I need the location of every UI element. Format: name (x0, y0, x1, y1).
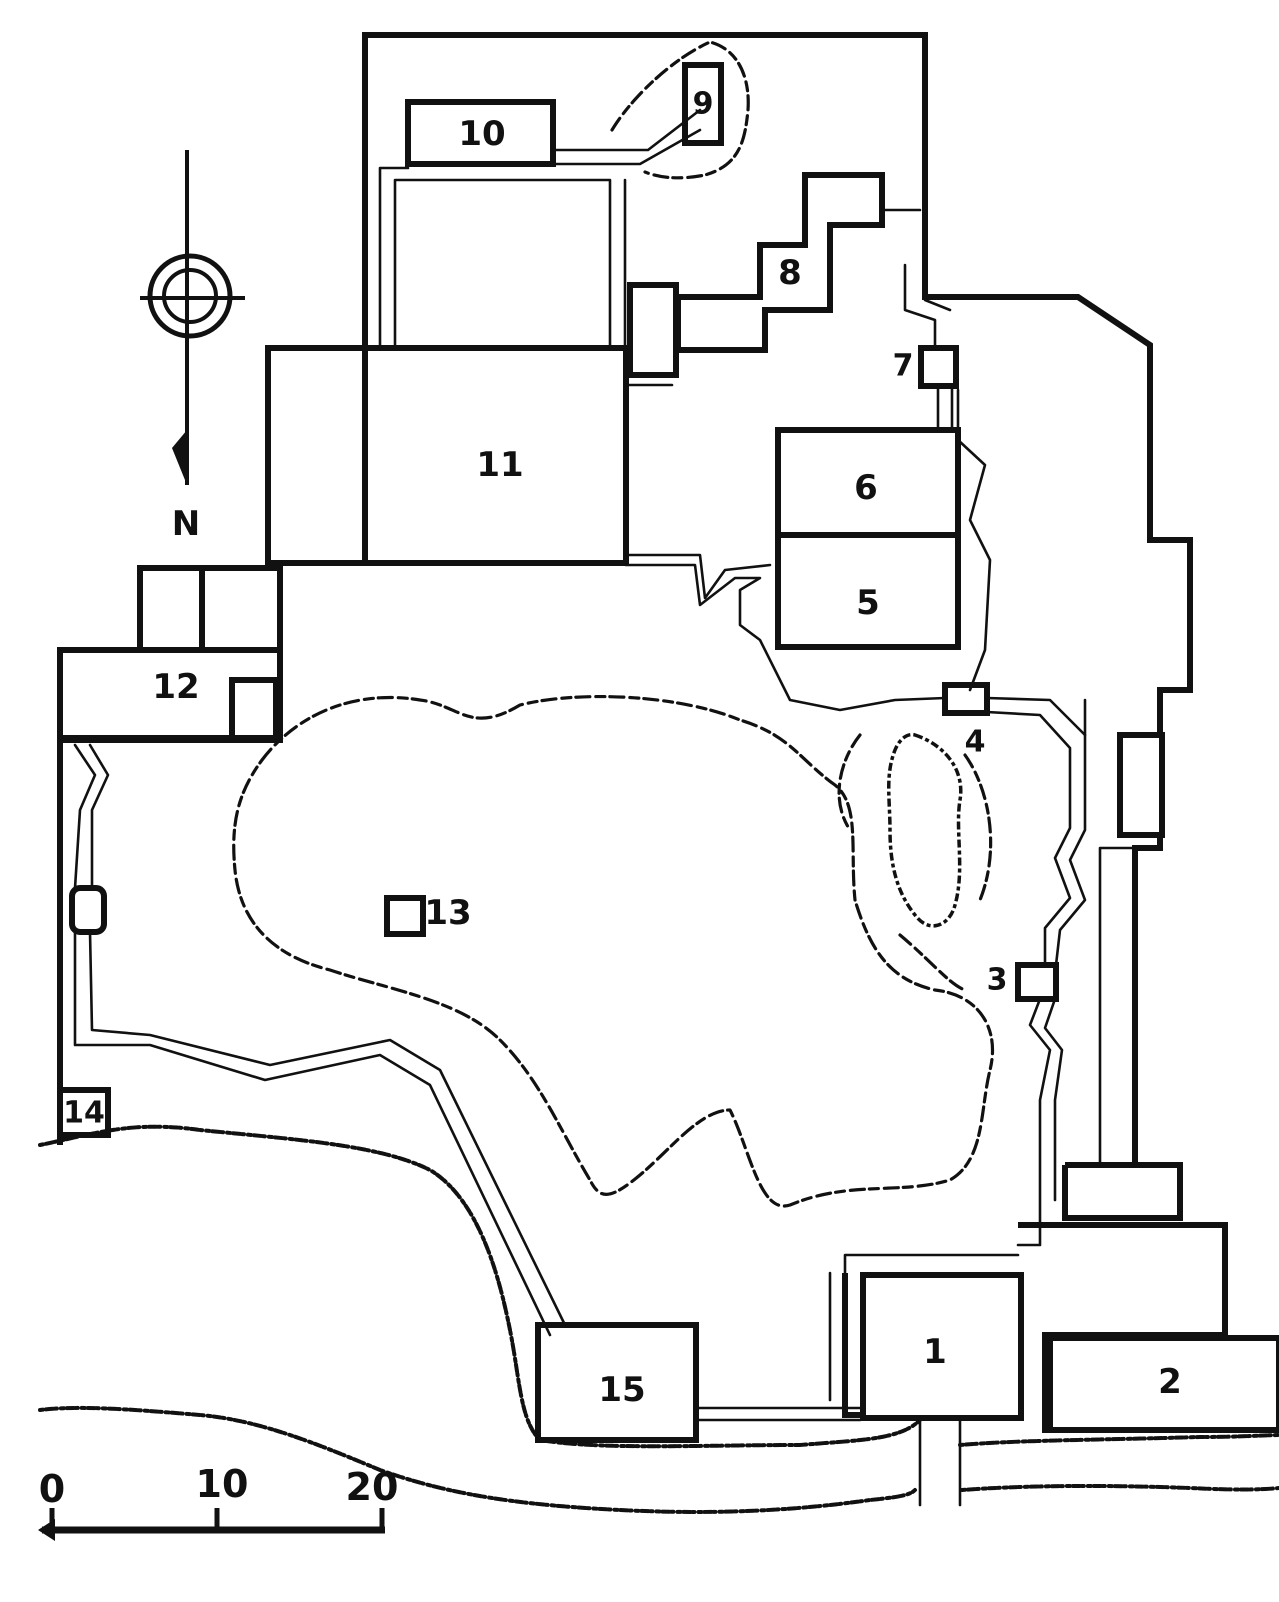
scale-tick-20: 20 (346, 1465, 399, 1509)
label-3: 3 (987, 963, 1008, 998)
label-7: 7 (893, 349, 914, 384)
scale-tick-0: 0 (39, 1467, 65, 1511)
north-arrow: N (140, 150, 245, 544)
island-rockery (887, 732, 963, 928)
label-10: 10 (458, 114, 505, 154)
label-6: 6 (854, 468, 878, 508)
river-bank (38, 1124, 1279, 1514)
pond (232, 694, 995, 1208)
building-5 (775, 532, 961, 650)
label-13: 13 (424, 893, 471, 933)
label-14: 14 (63, 1096, 105, 1131)
label-15: 15 (598, 1370, 645, 1410)
pavilion-13 (384, 895, 426, 937)
scale-bar: 0 10 20 (38, 1462, 398, 1541)
label-12: 12 (152, 667, 199, 707)
label-5: 5 (856, 583, 880, 623)
north-label: N (172, 504, 200, 544)
building-1 (860, 1272, 1024, 1421)
building-10 (405, 99, 556, 167)
label-9: 9 (693, 87, 714, 122)
scale-tick-10: 10 (196, 1462, 249, 1506)
building-9 (682, 62, 724, 146)
building-14 (57, 1087, 111, 1138)
building-8 (675, 172, 885, 353)
building-labels: 1 2 3 4 5 6 7 8 9 10 11 12 13 14 15 (63, 87, 1182, 1411)
label-2: 2 (1158, 1362, 1182, 1402)
label-1: 1 (923, 1332, 947, 1372)
building-11 (265, 345, 629, 566)
building-15 (535, 1322, 699, 1443)
rockery-near-9 (610, 40, 750, 180)
building-3 (1015, 962, 1059, 1002)
label-4: 4 (965, 725, 986, 760)
building-7 (918, 345, 959, 389)
label-8: 8 (778, 253, 802, 293)
building-4 (942, 682, 990, 716)
buildings (57, 62, 1279, 1443)
building-2 (1047, 1335, 1279, 1433)
corridors (73, 108, 1137, 1507)
label-11: 11 (476, 445, 523, 485)
